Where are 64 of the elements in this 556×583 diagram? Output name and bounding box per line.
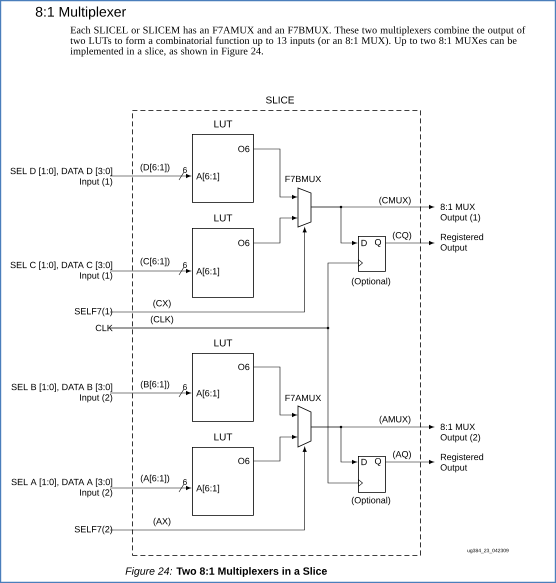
lut-label: LUT	[214, 434, 232, 440]
port-label: D	[361, 458, 367, 466]
signal-label: CLK	[96, 324, 113, 332]
port-label: A[6:1]	[196, 268, 220, 276]
port-label: D	[361, 240, 367, 246]
connector	[110, 446, 307, 530]
connector	[110, 268, 192, 274]
lut-label: LUT	[214, 214, 232, 222]
signal-label: SEL A [1:0], DATA A [3:0] Input (2)	[12, 478, 112, 498]
port-label: A[6:1]	[196, 484, 220, 494]
port-label: O6	[238, 240, 250, 246]
figure-caption: Figure 24: Two 8:1 Multiplexers in a Slice	[126, 567, 327, 577]
connector	[254, 434, 298, 462]
slice-label: SLICE	[266, 96, 294, 104]
port-label: O6	[238, 364, 250, 370]
connector	[311, 206, 358, 246]
lut-label: LUT	[214, 340, 232, 346]
port-label: O6	[238, 146, 250, 152]
signal-label: 8:1 MUX Output (1)	[440, 204, 480, 222]
port-label: A[6:1]	[196, 172, 220, 182]
edge-label: (CX)	[153, 300, 171, 308]
connector	[386, 460, 434, 464]
signal-label: Registered Output	[440, 234, 484, 252]
signal-label: SEL D [1:0], DATA D [3:0] Input (1)	[10, 168, 112, 186]
bus-width: 6	[183, 167, 187, 173]
port-label: Q	[374, 239, 382, 247]
note-label: (Optional)	[352, 278, 390, 286]
body-paragraph: Each SLICEL or SLICEM has an F7AMUX and an F7BMUX. These two multiplexers combine the output of two LUTs to form a combinatorial function up to 13 inputs (or an 8:1 MUX). Up to two 8:1 MUXes can be implemented in a slice, as shown in Figure 24.	[70, 26, 526, 57]
connector	[254, 216, 298, 244]
signal-label: 8:1 MUX Output (2)	[440, 424, 480, 442]
edge-label: (B[6:1])	[140, 380, 170, 390]
connector	[254, 148, 298, 200]
signal-label: Registered Output	[440, 454, 484, 472]
signal-label: SEL C [1:0], DATA C [3:0] Input (1)	[10, 262, 112, 280]
edge-label: (AX)	[154, 518, 170, 526]
section-heading: 8:1 Multiplexer	[36, 6, 126, 20]
edge-label: (D[6:1])	[140, 164, 170, 172]
note-label: (Optional)	[352, 496, 390, 506]
connector	[110, 227, 307, 312]
lut-label: LUT	[214, 120, 232, 128]
edge-label: (C[6:1])	[140, 258, 170, 266]
edge-label: (CMUX)	[379, 196, 411, 206]
edge-label: (A[6:1])	[140, 474, 170, 484]
multiplexer-label: F7AMUX	[285, 394, 322, 402]
connector	[311, 426, 358, 464]
connector	[110, 486, 192, 490]
connector	[110, 174, 192, 178]
edge-label: (AMUX)	[380, 416, 410, 424]
signal-label: SELF7(2)	[74, 526, 112, 534]
multiplexer-label: F7BMUX	[285, 176, 322, 182]
signal-label: SELF7(1)	[74, 308, 112, 316]
connector	[110, 390, 192, 396]
connector	[254, 366, 298, 418]
connector	[386, 240, 434, 246]
edge-label: (CQ)	[392, 232, 412, 240]
port-label: Q	[374, 458, 382, 466]
bus-width: 6	[183, 479, 187, 485]
port-label: O6	[238, 458, 250, 464]
signal-label: SEL B [1:0], DATA B [3:0] Input (2)	[12, 384, 112, 402]
edge-label: (AQ)	[393, 450, 411, 460]
bus-width: 6	[183, 384, 187, 390]
bus-width: 6	[183, 262, 187, 268]
port-label: A[6:1]	[196, 390, 220, 398]
edge-label: (CLK)	[150, 316, 174, 324]
